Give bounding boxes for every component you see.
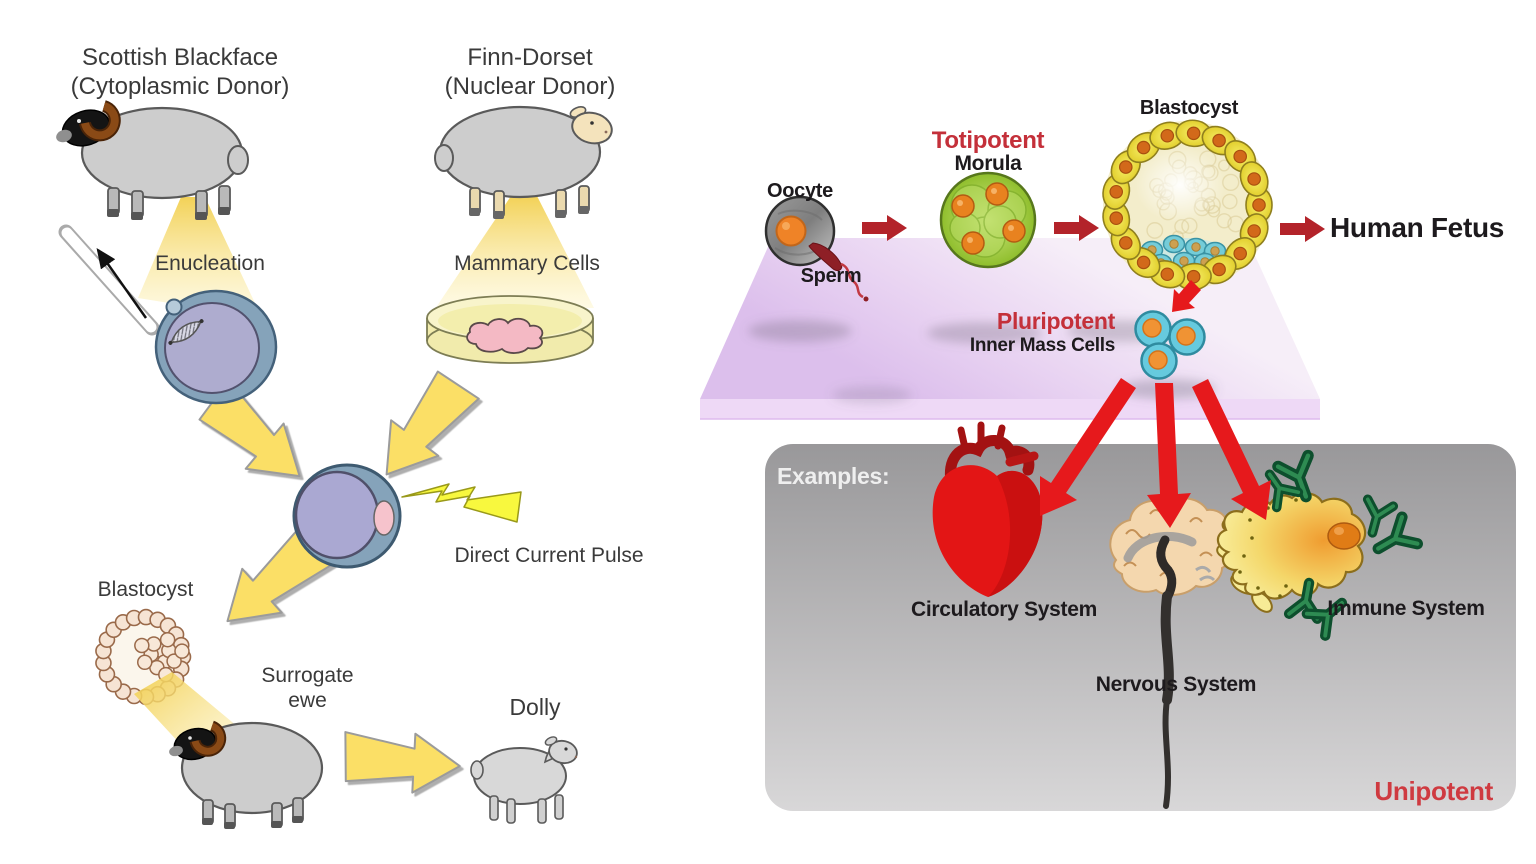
surrogate-ewe-label: Surrogate ewe: [230, 663, 385, 713]
dolly-label: Dolly: [509, 694, 561, 720]
donor2-role: (Nuclear Donor): [444, 72, 616, 100]
direct-current-pulse-label: Direct Current Pulse: [454, 544, 644, 567]
immune-system-label: Immune System: [1327, 597, 1485, 620]
examples-panel: [765, 444, 1516, 811]
blastocyst-right-label: Blastocyst: [1139, 97, 1239, 119]
human-fetus-label: Human Fetus: [1330, 212, 1505, 243]
sperm-label: Sperm: [800, 265, 862, 287]
donor2-title: Finn-Dorset (Nuclear Donor): [380, 44, 680, 102]
spinal-cord-icon: [1160, 591, 1174, 705]
surrogate-line2: ewe: [288, 689, 327, 713]
fused-cell-illustration: [292, 463, 402, 569]
arrow-to-circulatory-icon: [1040, 378, 1136, 516]
nervous-system-label: Nervous System: [1095, 673, 1257, 696]
examples-label: Examples:: [777, 463, 890, 489]
morula-illustration: [939, 171, 1037, 269]
pluripotent-label: Pluripotent: [996, 308, 1115, 334]
arrow-ewe-to-dolly-icon: [341, 729, 463, 797]
petri-dish-illustration: [426, 295, 594, 364]
pipette-icon: [58, 224, 160, 336]
morula-label: Morula: [954, 152, 1022, 175]
lightning-bolt-icon: [401, 483, 522, 523]
blastocyst-illustration: [1102, 119, 1273, 291]
purple-platform-front-face: [700, 399, 1320, 419]
arrow-blastocyst-to-innermass-icon: [1172, 280, 1201, 312]
totipotent-label: Totipotent: [931, 127, 1045, 154]
heart-illustration: [932, 421, 1043, 597]
macrophage-illustration: [1216, 492, 1367, 613]
stem-cell-potency-diagram: [700, 119, 1516, 811]
donor2-breed: Finn-Dorset: [467, 44, 593, 71]
donor1-breed: Scottish Blackface: [81, 44, 279, 71]
brain-illustration: [1109, 497, 1235, 809]
enucleation-label: Enucleation: [155, 252, 265, 275]
dolly-lamb-illustration: [470, 736, 578, 824]
scottish-blackface-sheep-illustration: [56, 100, 249, 220]
mammary-tissue-icon: [466, 317, 544, 354]
donor1-role: (Cytoplasmic Donor): [70, 72, 290, 100]
blastocyst-ball-illustration: [95, 608, 192, 706]
fan-arrows: [1040, 378, 1271, 528]
arrow-dish-to-fused-icon: [362, 363, 482, 494]
beam-sheep2-to-dish: [437, 196, 594, 308]
circulatory-system-label: Circulatory System: [910, 598, 1097, 621]
unipotent-label: Unipotent: [1374, 776, 1493, 806]
mammary-cells-label: Mammary Cells: [454, 252, 600, 275]
arrow-morula-to-blastocyst-icon: [1054, 215, 1099, 241]
egg-cell-illustration: [154, 289, 278, 405]
arrow-to-nervous-icon: [1147, 383, 1191, 528]
blastocyst-left-label: Blastocyst: [97, 578, 194, 601]
inner-mass-cells-label: Inner Mass Cells: [969, 335, 1115, 356]
inner-mass-cells-illustration: [1134, 310, 1206, 380]
arrow-blastocyst-to-fetus-icon: [1280, 216, 1325, 242]
dolly-cloning-diagram: [56, 100, 613, 829]
finn-dorset-sheep-illustration: [434, 105, 613, 219]
oocyte-label: Oocyte: [766, 180, 833, 202]
arrow-oocyte-to-morula-icon: [862, 215, 907, 241]
surrogate-ewe-illustration: [169, 720, 324, 829]
beam-sheep1-to-egg: [138, 197, 262, 318]
sperm-illustration: [808, 242, 869, 302]
arrow-to-immune-icon: [1192, 379, 1271, 520]
donor1-title: Scottish Blackface (Cytoplasmic Donor): [30, 44, 330, 102]
surrogate-line1: Surrogate: [261, 664, 354, 687]
